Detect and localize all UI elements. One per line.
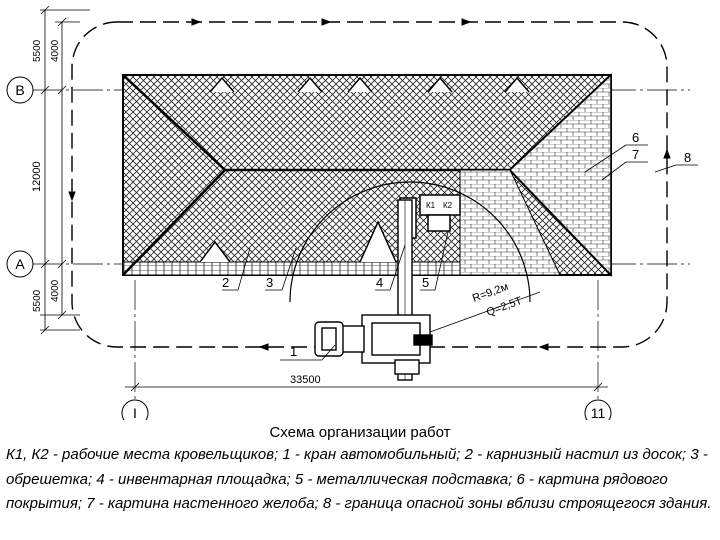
dim-left-middle: 12000 [31,161,43,192]
dim-left-top-outer: 5500 [32,39,43,62]
diagram-title: Схема организации работ [269,424,451,441]
callout-6: 6 [632,130,639,145]
axis-label-b: В [15,82,24,98]
dimension-line-bottom [125,382,608,392]
callout-leaders [222,144,698,361]
dormers-top [209,76,530,93]
dormers-bottom [199,220,397,263]
finished-covering [508,73,612,277]
dim-left-bottom-outer: 5500 [32,289,43,312]
dimension-lines-left [40,5,90,335]
diagram-legend: К1, К2 - рабочие места кровельщиков; 1 -… [6,446,712,512]
axis-marker-11: 11 [584,399,612,420]
callout-7: 7 [632,147,639,162]
dim-bottom-total: 33500 [290,374,321,386]
axis-marker-b: В [6,76,34,104]
truck-crane [314,199,433,381]
callout-3: 3 [266,275,273,290]
axis-label-a: А [15,256,25,272]
dim-left-top-inner: 4000 [50,39,61,62]
zone-arrows [68,18,671,351]
callout-8: 8 [684,150,691,165]
roof-plan: К1 К2 [122,73,612,277]
workplace-k2: К2 [443,201,453,210]
axis-label-1: I [133,405,137,420]
callout-4: 4 [376,275,383,290]
work-organization-diagram: 5500 4000 12000 5500 4000 33500 В А I 11 [6,5,698,420]
dim-left-bottom-inner: 4000 [50,279,61,302]
axis-marker-1: I [121,399,149,420]
axis-marker-a: А [6,250,34,278]
crane-reach-arc [289,181,531,303]
callout-5: 5 [422,275,429,290]
callout-2: 2 [222,275,229,290]
workplace-k1: К1 [426,201,436,210]
callout-1: 1 [290,344,297,359]
axis-label-11: 11 [591,405,606,420]
eaves-boards [122,261,514,276]
